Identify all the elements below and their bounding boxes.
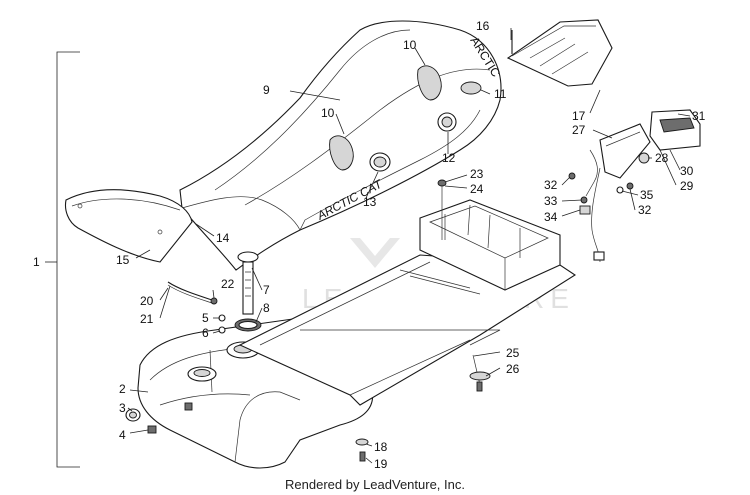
- callout-30: 30: [680, 164, 694, 178]
- callout-32-left: 32: [544, 178, 558, 192]
- tank-drain-fitting: [184, 402, 193, 411]
- rear-bracket: [506, 19, 613, 87]
- callout-35: 35: [640, 188, 654, 202]
- callout-6: 6: [202, 326, 209, 340]
- seat-caps: [369, 81, 482, 172]
- callout-7: 7: [263, 283, 270, 297]
- callout-10-front: 10: [321, 106, 335, 120]
- callout-22: 22: [221, 277, 235, 291]
- callout-12: 12: [442, 151, 456, 165]
- footer-credit: Rendered by LeadVenture, Inc.: [285, 477, 465, 492]
- callout-11: 11: [494, 87, 507, 101]
- callout-19: 19: [374, 457, 388, 471]
- mounting-hardware: [355, 179, 491, 462]
- assembly-bracket: [45, 51, 80, 468]
- callout-3: 3: [119, 401, 126, 415]
- callout-34: 34: [544, 210, 558, 224]
- leader-lines: [127, 28, 691, 464]
- callout-29: 29: [680, 179, 694, 193]
- seat-cap-11: [460, 81, 482, 95]
- callout-27: 27: [572, 123, 586, 137]
- callout-23: 23: [470, 167, 484, 181]
- callout-18: 18: [374, 440, 388, 454]
- seat-handle-front: [329, 135, 354, 171]
- callout-24: 24: [470, 182, 484, 196]
- callout-5: 5: [202, 311, 209, 325]
- drain-plug: [147, 425, 157, 434]
- seat-base: [238, 199, 577, 406]
- callout-14: 14: [216, 231, 230, 245]
- callout-13: 13: [363, 195, 377, 209]
- callout-26: 26: [506, 362, 520, 376]
- callout-15: 15: [116, 253, 130, 267]
- callout-8: 8: [263, 301, 270, 315]
- callout-1: 1: [33, 255, 40, 269]
- fuel-cap: [125, 408, 157, 434]
- callouts: 1 2 3 4 5 6 7 8 9 10 10 11 12 13 14 15 1…: [33, 19, 706, 471]
- callout-33: 33: [544, 194, 558, 208]
- callout-2: 2: [119, 382, 126, 396]
- watermark-logo: [350, 238, 400, 268]
- callout-10-rear: 10: [403, 38, 417, 52]
- callout-17: 17: [572, 109, 586, 123]
- callout-25: 25: [506, 346, 520, 360]
- callout-16: 16: [476, 19, 490, 33]
- fuel-sender: [234, 251, 262, 332]
- seat-handle-rear: [417, 65, 442, 101]
- vent-hose: [167, 281, 226, 334]
- callout-4: 4: [119, 428, 126, 442]
- callout-9: 9: [263, 83, 270, 97]
- cowl-panel: [64, 189, 193, 263]
- taillight-assembly: [568, 109, 701, 263]
- callout-20: 20: [140, 294, 154, 308]
- callout-31: 31: [692, 109, 706, 123]
- callout-21: 21: [140, 312, 154, 326]
- callout-32-right: 32: [638, 203, 652, 217]
- callout-28: 28: [655, 151, 669, 165]
